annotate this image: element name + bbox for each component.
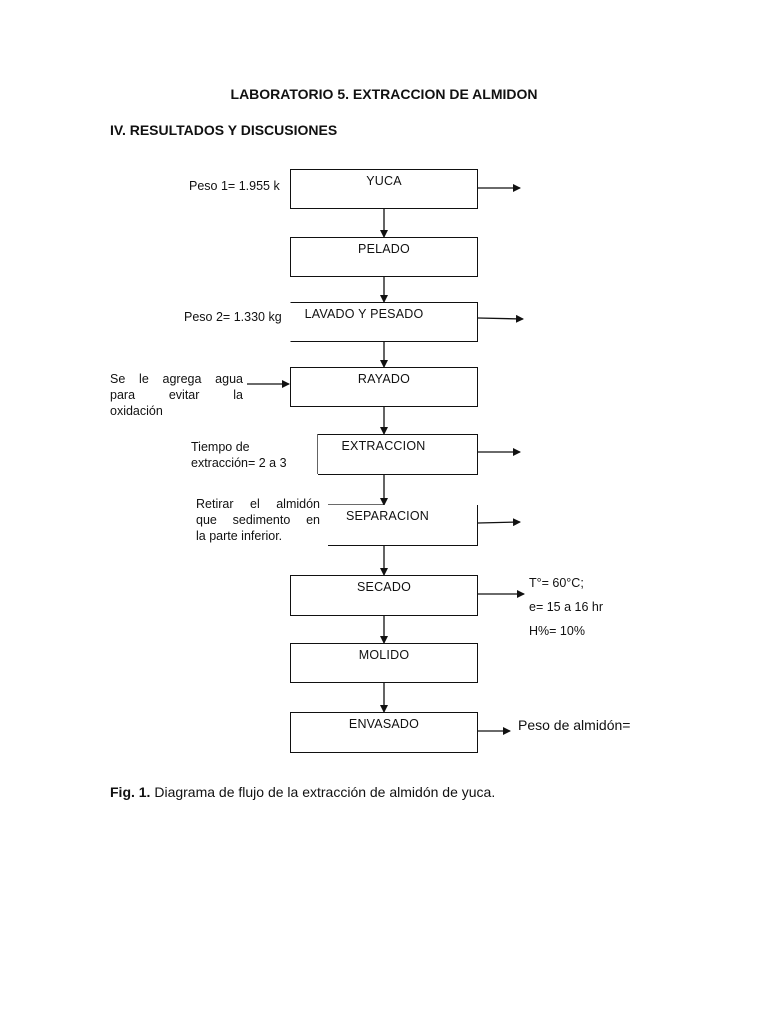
- step-lavado-pesado-label: LAVADO Y PESADO: [304, 307, 424, 321]
- step-lavado-pesado: LAVADO Y PESADO: [290, 302, 478, 342]
- step-yuca: YUCA: [290, 169, 478, 209]
- note-tiempo-line-1: Tiempo de: [191, 440, 250, 454]
- note-secado-temp: T°= 60°C;: [529, 576, 584, 590]
- note-secado-tiempo: e= 15 a 16 hr: [529, 600, 604, 614]
- figure-caption: Fig. 1. Diagrama de flujo de la extracci…: [110, 784, 495, 800]
- note-agua-line-3: oxidación: [110, 404, 163, 418]
- note-secado: T°= 60°C; e= 15 a 16 hr H%= 10%: [529, 571, 603, 643]
- arrow-out-lavado: [477, 314, 524, 323]
- note-peso-almidon: Peso de almidón=: [518, 717, 631, 733]
- step-secado: SECADO: [290, 575, 478, 616]
- note-tiempo-line-2: extracción= 2 a 3: [191, 456, 287, 470]
- page-title: LABORATORIO 5. EXTRACCION DE ALMIDON: [230, 86, 538, 102]
- note-retirar-line-3: la parte inferior.: [196, 529, 283, 543]
- note-agua-line-1: Se le agrega agua: [110, 372, 243, 386]
- note-peso1: Peso 1= 1.955 k: [189, 179, 280, 193]
- note-retirar-line-1: Retirar el almidón: [196, 497, 320, 511]
- arrow-out-separacion: [477, 518, 521, 527]
- note-agua: Se le agrega agua para evitar la oxidaci…: [110, 371, 243, 419]
- section-heading: IV. RESULTADOS Y DISCUSIONES: [110, 122, 338, 138]
- figure-caption-label: Fig. 1.: [110, 784, 151, 800]
- step-separacion: SEPARACION: [328, 505, 478, 546]
- note-tiempo: Tiempo de extracción= 2 a 3: [191, 439, 317, 471]
- step-pelado: PELADO: [290, 237, 478, 277]
- note-agua-line-2: para evitar la: [110, 388, 243, 402]
- step-extraccion-label: EXTRACCION: [341, 439, 426, 453]
- note-secado-humedad: H%= 10%: [529, 624, 585, 638]
- step-molido: MOLIDO: [290, 643, 478, 683]
- step-separacion-label: SEPARACION: [345, 509, 430, 523]
- step-rayado: RAYADO: [290, 367, 478, 407]
- note-retirar: Retirar el almidón que sedimento en la p…: [196, 496, 320, 544]
- step-envasado: ENVASADO: [290, 712, 478, 753]
- step-extraccion: EXTRACCION: [318, 434, 478, 475]
- note-retirar-line-2: que sedimento en: [196, 513, 320, 527]
- figure-caption-text: Diagrama de flujo de la extracción de al…: [150, 784, 496, 800]
- note-peso2: Peso 2= 1.330 kg: [184, 310, 282, 324]
